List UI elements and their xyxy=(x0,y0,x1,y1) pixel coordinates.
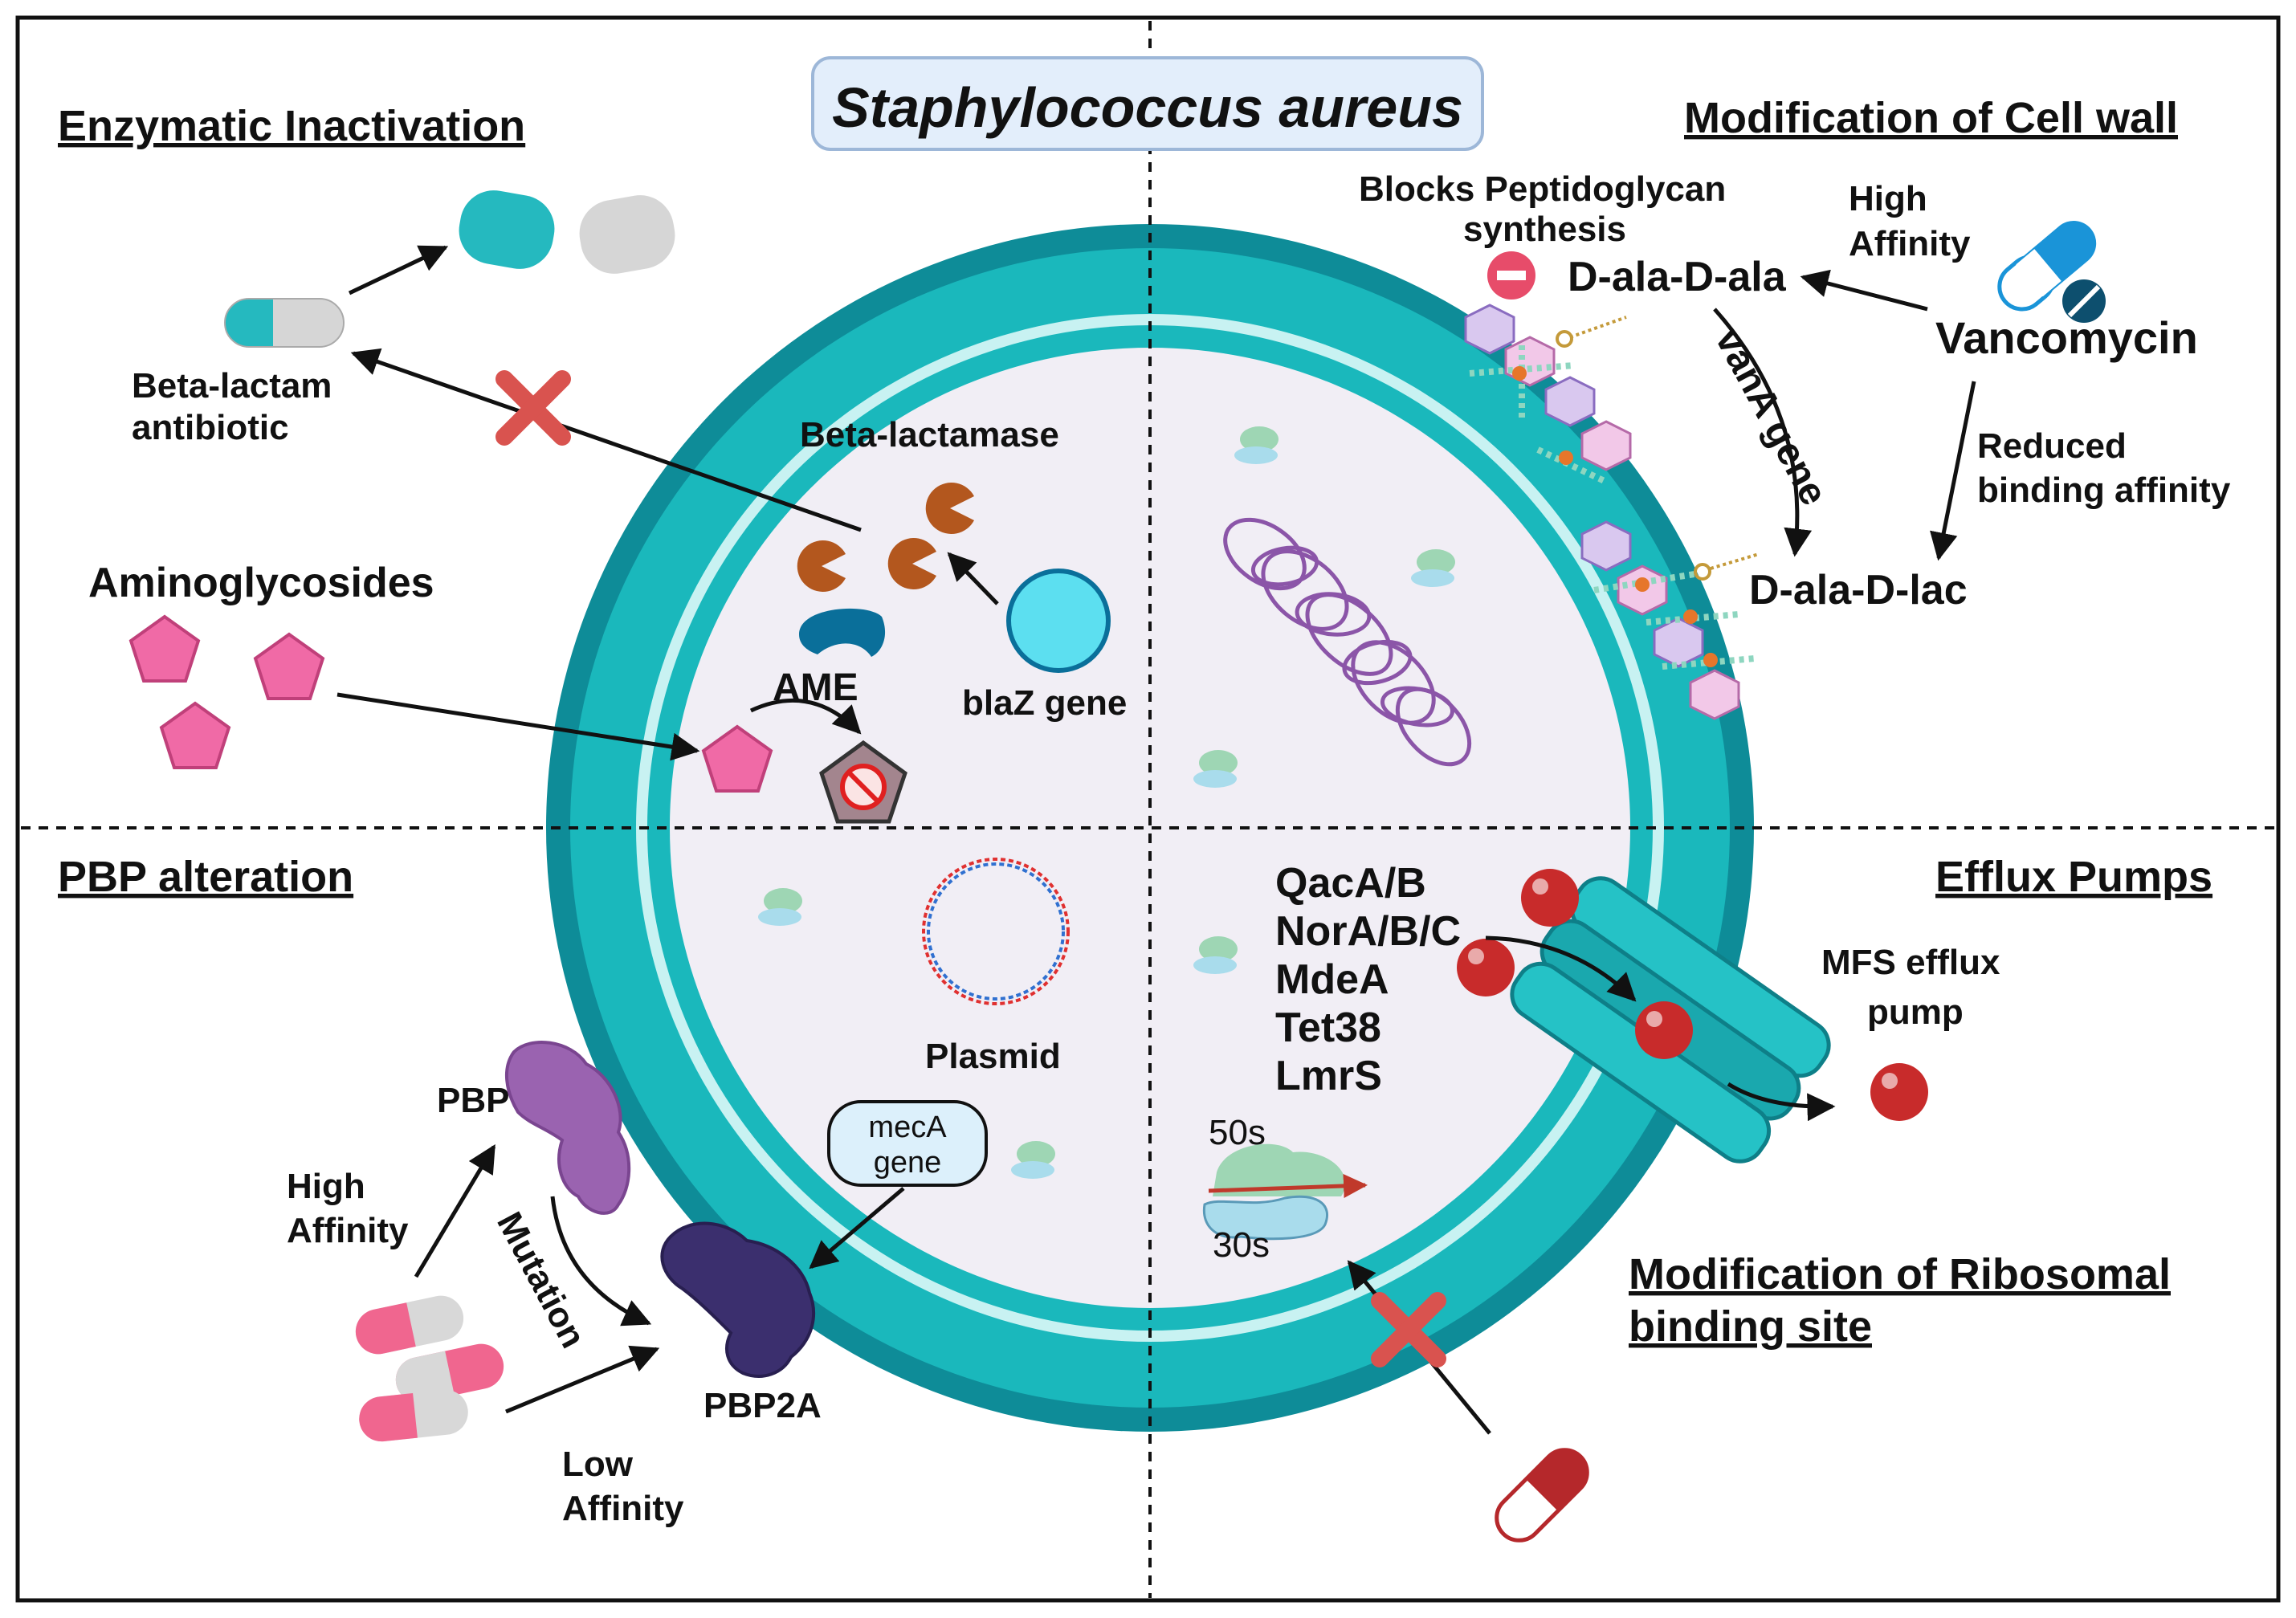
plasmid-icon xyxy=(922,858,1070,1005)
label-aminoglycosides: Aminoglycosides xyxy=(88,560,434,606)
label-high-affinity-1: High xyxy=(1849,179,1927,218)
arrow-pill-to-pbp xyxy=(414,1143,496,1278)
ame-enzyme-icon xyxy=(799,608,886,657)
blaz-gene-icon xyxy=(1006,569,1111,673)
capsule-icon xyxy=(224,298,345,348)
red-capsule-icon xyxy=(1495,1448,1589,1543)
title-enzymatic: Enzymatic Inactivation xyxy=(58,102,525,150)
arrow-blaz-to-enzyme xyxy=(947,552,999,605)
label-beta-lactamase: Beta-lactamase xyxy=(800,415,1059,454)
title-box: Staphylococcus aureus xyxy=(811,56,1484,151)
arrow-aminoglycoside-to-cell xyxy=(336,692,700,761)
label-high-affinity-2: Affinity xyxy=(1849,224,1971,263)
label-plasmid: Plasmid xyxy=(925,1037,1061,1076)
label-mfs-efflux: MFS efflux xyxy=(1821,943,2000,982)
no-entry-icon xyxy=(819,740,907,824)
chromosome-icon xyxy=(1223,517,1472,767)
label-dala-dlac: D-ala-D-lac xyxy=(1749,567,1968,613)
label-30s: 30s xyxy=(1213,1225,1270,1265)
label-low-affinity-1: Low xyxy=(562,1445,634,1484)
pbp-protein-icon xyxy=(504,1041,631,1215)
outer-frame xyxy=(15,15,2281,1603)
label-reduced: Reduced xyxy=(1977,426,2127,466)
label-vana-gene: vanA gene xyxy=(1707,321,1835,512)
efflux-gene-4: LmrS xyxy=(1275,1053,1382,1099)
pentagon-icon xyxy=(128,614,773,793)
label-high-affinity-pbp-2: Affinity xyxy=(287,1211,409,1250)
label-vancomycin: Vancomycin xyxy=(1935,312,2198,363)
arrow-to-broken xyxy=(348,245,449,295)
label-mutation: Mutation xyxy=(489,1206,593,1355)
label-low-affinity-2: Affinity xyxy=(562,1489,684,1528)
title-ribosome-2: binding site xyxy=(1629,1302,1872,1351)
vana-arrow xyxy=(1713,308,1813,557)
label-beta-lactam: Beta-lactam xyxy=(132,366,332,406)
label-meca-gene: gene xyxy=(874,1146,942,1180)
efflux-gene-0: QacA/B xyxy=(1275,860,1426,907)
efflux-gene-2: MdeA xyxy=(1275,956,1389,1003)
title-efflux: Efflux Pumps xyxy=(1935,853,2212,901)
drug-sphere-icon xyxy=(1457,869,1928,1121)
vancomycin-pill-icon xyxy=(1997,221,2106,323)
efflux-gene-list: QacA/B NorA/B/C MdeA Tet38 LmrS xyxy=(1275,860,1461,1099)
pacman-enzyme-icon xyxy=(797,483,974,592)
arrow-pill-to-pbp2a xyxy=(505,1345,660,1414)
inhibit-cross-icon xyxy=(1371,1292,1446,1367)
title-cell-wall: Modification of Cell wall xyxy=(1684,94,2178,142)
title-ribosome-1: Modification of Ribosomal xyxy=(1629,1250,2171,1298)
arrow-enzyme-to-antibiotic xyxy=(350,348,862,532)
arrow-vanco-to-dlac xyxy=(1930,381,1976,561)
label-pbp: PBP xyxy=(437,1081,509,1120)
label-binding-affinity: binding affinity xyxy=(1977,471,2231,510)
efflux-gene-3: Tet38 xyxy=(1275,1005,1381,1051)
label-antibiotic: antibiotic xyxy=(132,408,289,447)
efflux-arrow-out xyxy=(1727,1082,1836,1122)
label-blocks-peptidoglycan: Blocks Peptidoglycan xyxy=(1359,169,1726,209)
label-pbp2a: PBP2A xyxy=(703,1386,822,1425)
inhibit-cross-icon xyxy=(495,370,571,446)
meca-gene-box: mecA gene xyxy=(827,1100,988,1187)
ame-arrow xyxy=(749,698,862,735)
label-dala-dala: D-ala-D-ala xyxy=(1568,254,1787,300)
page-title: Staphylococcus aureus xyxy=(832,76,1463,139)
broken-capsule-icon xyxy=(459,190,675,274)
label-synthesis: synthesis xyxy=(1463,210,1626,249)
peptidoglycan-icon xyxy=(1464,304,1760,720)
label-blaz-gene: blaZ gene xyxy=(962,683,1127,723)
title-pbp: PBP alteration xyxy=(58,853,353,901)
label-meca: mecA xyxy=(868,1111,947,1144)
ribosome-icon xyxy=(1202,1143,1368,1241)
minus-circle-icon xyxy=(1487,251,1535,300)
label-pump: pump xyxy=(1867,992,1964,1032)
efflux-arrow-in xyxy=(1485,935,1637,1002)
arrow-vanco-to-dala xyxy=(1800,269,1928,312)
pink-capsule-icon xyxy=(355,1295,504,1442)
arrow-meca-to-pbp2a xyxy=(809,1187,905,1270)
label-high-affinity-pbp-1: High xyxy=(287,1167,365,1206)
efflux-gene-1: NorA/B/C xyxy=(1275,908,1461,955)
mutation-arrow xyxy=(550,1196,652,1327)
pbp2a-protein-icon xyxy=(660,1221,816,1378)
